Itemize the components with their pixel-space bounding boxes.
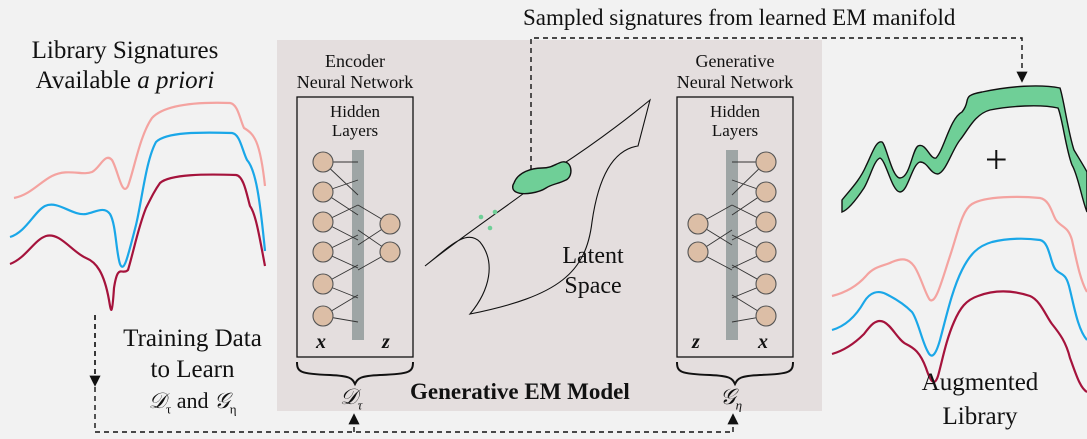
generator-hidden-label-line1: Hidden — [709, 102, 761, 121]
encoder-input-node — [312, 151, 334, 173]
encoder-input-node — [312, 211, 334, 233]
encoder-hidden-label-line2: Layers — [331, 121, 379, 140]
library-title-line2: Available a priori — [35, 67, 215, 94]
training-text-line2: to Learn — [150, 356, 235, 383]
augmented-signature-crimson — [831, 290, 1087, 393]
encoder-brace-label: 𝒟τ — [340, 384, 363, 413]
encoder-box — [296, 96, 414, 358]
generator-output-node — [755, 181, 777, 203]
generator-brace-label: 𝒢η — [720, 384, 743, 413]
augmented-library-plot — [831, 85, 1087, 393]
encoder-title-line2: Neural Network — [296, 72, 414, 92]
generator-input-node — [687, 213, 709, 235]
latent-space-label-line2: Space — [564, 273, 622, 299]
encoder-input-node — [312, 181, 334, 203]
library-signature-blue — [9, 131, 267, 268]
generator-brace — [676, 361, 794, 387]
generator-output-node — [755, 305, 777, 327]
library-signature-crimson — [9, 173, 267, 311]
generator-title-line2: Neural Network — [676, 72, 794, 92]
sampled-signature-envelope — [841, 85, 1087, 213]
encoder-brace — [296, 361, 414, 387]
generative-em-model-label: Generative EM Model — [410, 379, 630, 404]
sampled-signatures-caption: Sampled signatures from learned EM manif… — [523, 5, 956, 30]
library-signature-pink — [13, 101, 267, 200]
generator-hidden-label-line2: Layers — [711, 121, 759, 140]
generator-output-node — [755, 151, 777, 173]
generator-output-var: x — [758, 331, 768, 353]
augmented-signature-blue — [831, 237, 1087, 357]
encoder-output-node — [379, 241, 401, 263]
latent-space-label-line1: Latent — [562, 243, 624, 269]
library-title-line1: Library Signatures — [31, 37, 219, 64]
encoder-input-node — [312, 305, 334, 327]
latent-space-manifold — [424, 98, 651, 315]
sampling-arrow — [530, 37, 1028, 170]
generator-output-node — [755, 211, 777, 233]
latent-point — [478, 214, 484, 220]
generator-output-node — [755, 241, 777, 263]
augmented-label-line1: Augmented — [921, 369, 1039, 396]
generator-title-line1: Generative — [695, 51, 775, 71]
encoder-hidden-label-line1: Hidden — [329, 102, 381, 121]
encoder-output-node — [379, 213, 401, 235]
encoder-title-line1: Encoder — [325, 51, 385, 71]
plus-sign: + — [985, 137, 1008, 182]
encoder-input-var: x — [316, 331, 326, 353]
library-signatures-plot — [9, 101, 267, 311]
encoder-input-node — [312, 241, 334, 263]
sampled-region-blob — [511, 161, 572, 195]
generator-input-node — [687, 241, 709, 263]
augmented-label-line2: Library — [942, 403, 1018, 430]
training-text-line3: 𝒟τ and 𝒢η — [148, 388, 237, 417]
encoder-network — [296, 96, 414, 387]
generator-output-node — [755, 273, 777, 295]
augmented-signature-pink — [831, 195, 1087, 302]
training-text-line1: Training Data — [123, 325, 262, 352]
flow-arrows — [89, 37, 1028, 433]
generator-box — [676, 96, 794, 358]
latent-point — [487, 225, 493, 231]
generative-network — [676, 96, 794, 387]
generator-input-var: z — [692, 331, 700, 353]
encoder-input-node — [312, 273, 334, 295]
encoder-output-var: z — [382, 331, 390, 353]
latent-point — [492, 209, 498, 215]
